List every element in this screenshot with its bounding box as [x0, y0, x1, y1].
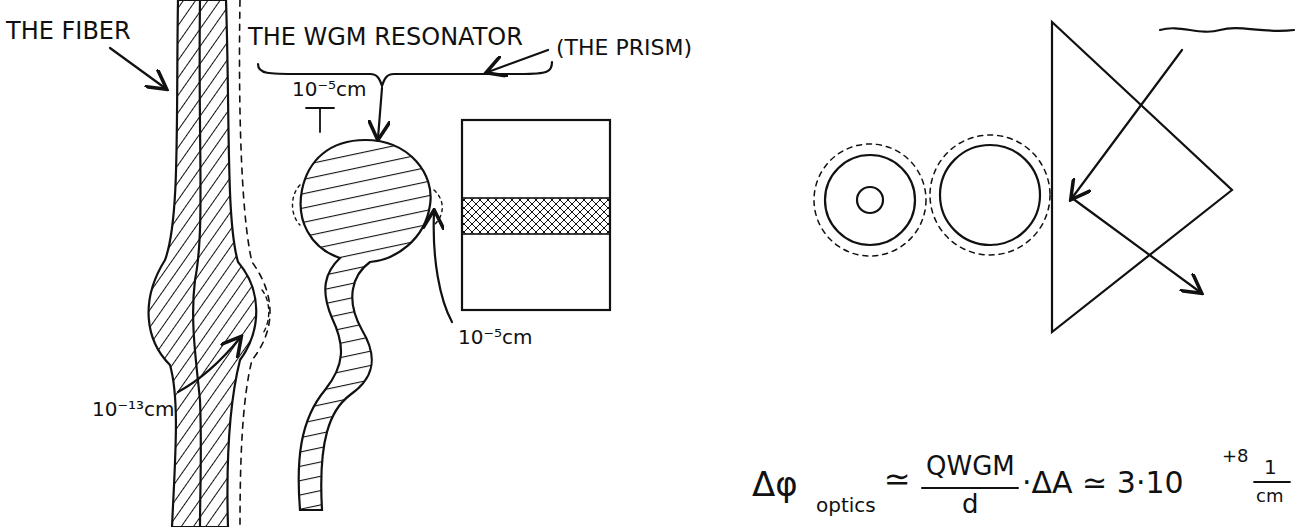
- wgm-resonator: [299, 140, 431, 510]
- part-name: THE WGM RESONATOR: [248, 24, 523, 50]
- formula-part: 1: [1264, 456, 1277, 478]
- formula-part: d: [962, 490, 979, 519]
- formula-part: cm: [1256, 486, 1283, 506]
- evanescent-field: [240, 0, 271, 527]
- formula-part: ≃: [884, 462, 911, 497]
- part-name: (THE PRISM): [556, 36, 692, 60]
- formula-part: ·ΔA ≃ 3·10: [1022, 466, 1184, 499]
- prism-block: [462, 120, 610, 310]
- dimension: 10⁻⁵cm: [458, 326, 533, 348]
- fiber-body: [149, 0, 257, 527]
- formula-part: QWGM: [926, 452, 1015, 481]
- formula-part: Δφ: [752, 466, 798, 503]
- formula-part: optics: [816, 494, 876, 516]
- dimension: 10⁻⁵cm: [292, 78, 367, 100]
- fiber-core: [193, 0, 201, 527]
- dimension: 10⁻¹³cm: [92, 398, 175, 420]
- part-name: THE FIBER: [6, 18, 131, 44]
- formula-part: +8: [1222, 446, 1249, 466]
